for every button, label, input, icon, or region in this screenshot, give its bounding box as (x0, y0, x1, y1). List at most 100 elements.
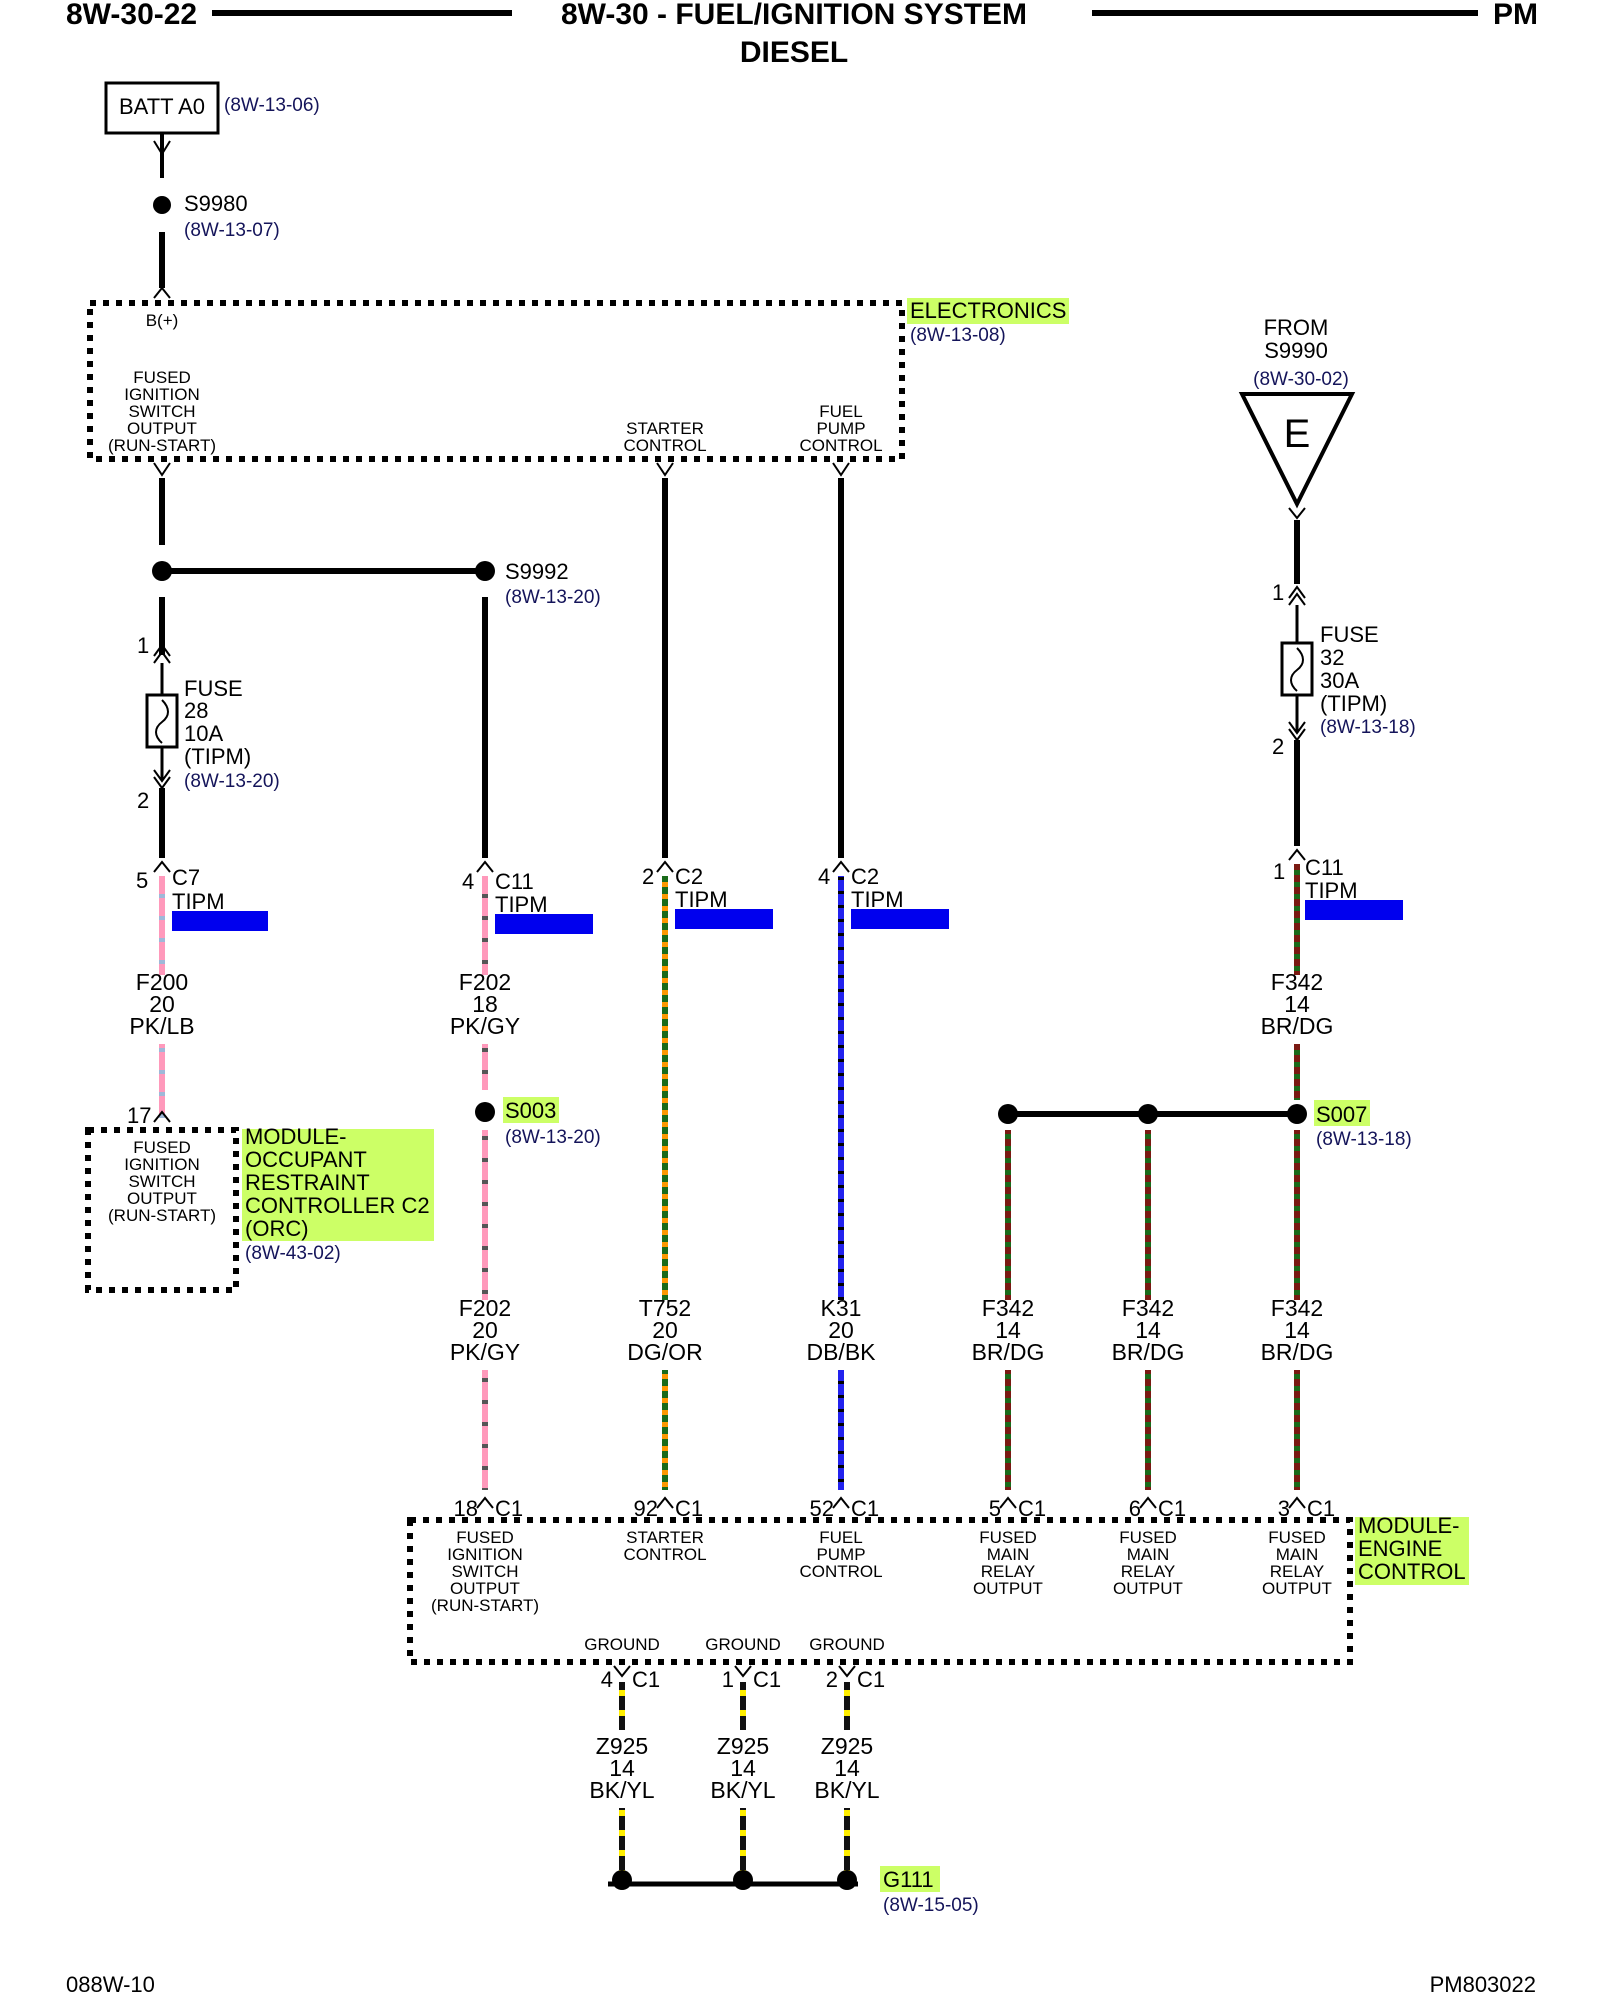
pin-text: FUSED (456, 1528, 514, 1547)
ecm-conn: C1 (1158, 1496, 1186, 1521)
batt-ref[interactable]: (8W-13-06) (224, 95, 320, 116)
ground-connector-mark (734, 1665, 752, 1678)
fuse-icon (155, 699, 169, 744)
s007-highlight (1314, 1100, 1370, 1126)
c2a-connector-mark (656, 860, 674, 873)
g111-ref[interactable]: (8W-15-05) (883, 1895, 979, 1916)
pin-text: (RUN-START) (108, 436, 216, 455)
ecm-connector-mark (832, 1496, 850, 1509)
s007-label: S007 (1316, 1102, 1367, 1127)
pin-text: IGNITION (447, 1545, 523, 1564)
wire-label-z925c: Z925 14 BK/YL (814, 1733, 879, 1803)
ecm-connector-mark (1139, 1496, 1157, 1509)
electronics-pin-fused: FUSED IGNITION SWITCH OUTPUT (RUN-START) (108, 368, 216, 455)
wire-color: BK/YL (814, 1777, 879, 1803)
wire-label-f202a: F202 18 PK/GY (450, 969, 520, 1039)
wire-gauge: 14 (730, 1755, 756, 1781)
orc-name-line: CONTROLLER C2 (245, 1193, 430, 1218)
pin-text: STARTER (626, 1528, 704, 1547)
electronics-pin-starter: STARTER CONTROL (623, 419, 706, 455)
ecm-pin-num: 5 (989, 1496, 1001, 1521)
s9992-label: S9992 (505, 559, 569, 584)
wire-gauge: 20 (472, 1317, 498, 1343)
s9980-label: S9980 (184, 191, 248, 216)
ecm-conn: C1 (1307, 1496, 1335, 1521)
splice-s9980 (153, 196, 171, 214)
pin-text: IGNITION (124, 385, 200, 404)
wire-color: DB/BK (806, 1339, 876, 1365)
fuelpump-out-mark (832, 462, 850, 477)
wire-label-f342b: F342 14 BR/DG (1112, 1295, 1185, 1365)
ecm-pin-3: 3 C1 FUSED MAIN RELAY OUTPUT (1262, 1496, 1335, 1598)
ecm-pin-18: 18 C1 FUSED IGNITION SWITCH OUTPUT (RUN-… (431, 1496, 539, 1615)
fuse32-ref[interactable]: (8W-13-18) (1320, 717, 1416, 738)
wire-gauge: 14 (1135, 1317, 1161, 1343)
ground-eyelet (837, 1870, 857, 1890)
wire-color: BR/DG (972, 1339, 1045, 1365)
ecm-ground-pins: 4 C1 1 C1 2 C1 (601, 1665, 885, 1692)
ground-pin: 2 (826, 1667, 838, 1692)
pin-text: FUSED (133, 368, 191, 387)
fuse32-connector-mark (1288, 585, 1306, 606)
c2a-pin: 2 (642, 864, 654, 889)
orc-ref[interactable]: (8W-43-02) (245, 1243, 341, 1264)
pin-text: MAIN (1276, 1545, 1319, 1564)
c2a-name: C2 (675, 864, 703, 889)
fuse28-ref[interactable]: (8W-13-20) (184, 771, 280, 792)
c7-link-bar[interactable] (172, 911, 268, 931)
ecm-connector-mark (656, 1496, 674, 1509)
c11b-name: C11 (1305, 855, 1344, 880)
ground-conn: C1 (753, 1667, 781, 1692)
ecm-pin-5: 5 C1 FUSED MAIN RELAY OUTPUT (973, 1496, 1046, 1598)
c2b-module: TIPM (851, 887, 904, 912)
from-s9990-ref[interactable]: (8W-30-02) (1253, 369, 1349, 390)
c2a-link-bar[interactable] (675, 909, 773, 929)
wire-circuit: F342 (982, 1295, 1034, 1321)
electronics-box (87, 300, 905, 462)
pin-text: MAIN (987, 1545, 1030, 1564)
pin-text: PUMP (816, 1545, 865, 1564)
ground-conn: C1 (632, 1667, 660, 1692)
c11a-name: C11 (495, 869, 534, 894)
ecm-name-line: ENGINE (1358, 1536, 1442, 1561)
c11b-link-bar[interactable] (1305, 900, 1403, 920)
wire-gauge: 14 (1284, 1317, 1310, 1343)
ecm-pin-52: 52 C1 FUEL PUMP CONTROL (799, 1496, 882, 1581)
c7-name: C7 (172, 865, 200, 890)
s9992-ref[interactable]: (8W-13-20) (505, 587, 601, 608)
pin-text: OUTPUT (1113, 1579, 1183, 1598)
batt-box (104, 81, 220, 135)
wire-gauge: 14 (995, 1317, 1021, 1343)
ground-label: GROUND (809, 1635, 885, 1654)
c11a-connector-mark (476, 860, 494, 873)
pin-text: SWITCH (128, 1172, 195, 1191)
fuse28-line: (TIPM) (184, 744, 251, 769)
s9980-ref[interactable]: (8W-13-07) (184, 220, 280, 241)
pin-text: FUEL (819, 1528, 862, 1547)
pin-text: FUSED (133, 1138, 191, 1157)
fuse32-line: 30A (1320, 668, 1359, 693)
ecm-pin-num: 18 (454, 1496, 478, 1521)
fuse28-line: 10A (184, 721, 223, 746)
page-subtitle: DIESEL (740, 36, 848, 69)
page-id: 8W-30-22 (66, 0, 197, 31)
s007-ref[interactable]: (8W-13-18) (1316, 1129, 1412, 1150)
orc-name: MODULE- OCCUPANT RESTRAINT CONTROLLER C2… (245, 1124, 430, 1241)
s003-ref[interactable]: (8W-13-20) (505, 1127, 601, 1148)
wire-label-t752: T752 20 DG/OR (627, 1295, 702, 1365)
pin-text: CONTROL (623, 1545, 706, 1564)
wire-label-f200: F200 20 PK/LB (129, 969, 194, 1039)
bplus-connector-mark (153, 286, 171, 299)
c2b-link-bar[interactable] (851, 909, 949, 929)
electronics-ref[interactable]: (8W-13-08) (910, 325, 1006, 346)
pin-text: SWITCH (451, 1562, 518, 1581)
splice-node (998, 1104, 1018, 1124)
orc-highlight (242, 1129, 434, 1241)
ecm-conn: C1 (1018, 1496, 1046, 1521)
c7-module: TIPM (172, 889, 225, 914)
c11a-module: TIPM (495, 892, 548, 917)
fuse32-line: FUSE (1320, 622, 1379, 647)
fuse28-label: FUSE 28 10A (TIPM) (184, 676, 251, 769)
c11a-link-bar[interactable] (495, 914, 593, 934)
wire-circuit: Z925 (717, 1733, 769, 1759)
